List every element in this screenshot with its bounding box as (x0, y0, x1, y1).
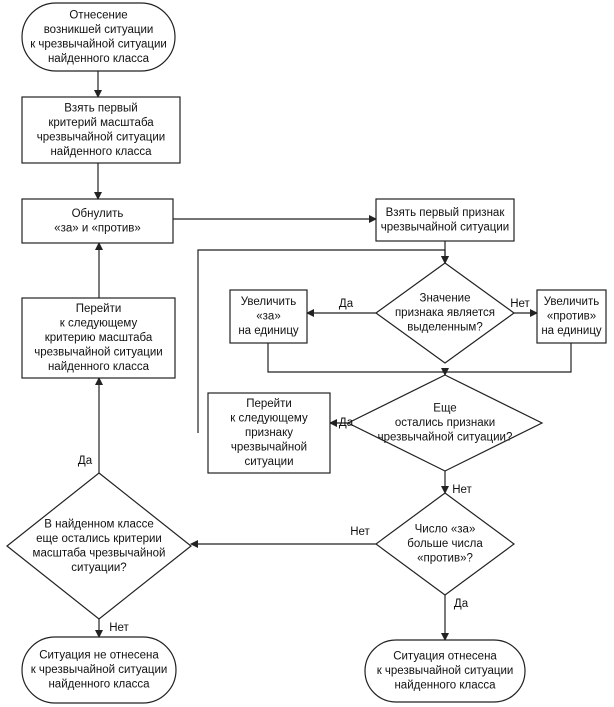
node-is-feature-highlighted: Значение признака является выделенным? (374, 262, 516, 364)
edge-label: Да (339, 417, 354, 429)
process-box (21, 297, 176, 379)
node-text-line: Значение (420, 293, 471, 305)
process-box (207, 392, 331, 474)
node-text-line: найденного класса (48, 53, 150, 65)
node-text-line: выделенным? (407, 322, 482, 334)
node-text-line: к чрезвычайной ситуации (30, 38, 167, 50)
node-text-line: к чрезвычайной ситуации (31, 664, 168, 676)
node-text-line: ситуации? (71, 562, 126, 574)
decision-diamond (346, 374, 544, 472)
node-text-line: Отнесение (69, 9, 127, 21)
edge-increment-against-to-features-remain (445, 343, 572, 373)
node-take-first-feature: Взять первый признак чрезвычайной ситуаци… (375, 198, 515, 242)
node-text-line: Увеличить (241, 296, 296, 308)
node-criteria-remain: В найденном классе еще остались критерии м… (6, 472, 192, 620)
node-text-line: на единицу (541, 325, 602, 337)
node-assigned: Ситуация отнесена к чрезвычайной ситуации… (364, 639, 526, 703)
node-text-line: Ситуация не отнесена (39, 650, 159, 662)
node-text-line: признаку (245, 427, 293, 439)
process-box (229, 289, 308, 344)
node-text-line: ситуации (244, 456, 293, 468)
node-text-line: найденного класса (48, 361, 150, 373)
node-text-line: признака является (395, 307, 495, 319)
process-box (21, 96, 181, 164)
edge-label: Да (454, 598, 469, 610)
edge-label: Нет (452, 484, 472, 496)
node-text-line: Взять первый признак (386, 207, 506, 219)
node-not-assigned: Ситуация не отнесена к чрезвычайной ситуа… (21, 636, 177, 704)
decision-diamond (374, 492, 516, 596)
node-text-line: Взять первый (64, 102, 137, 114)
node-text-line: критерию масштаба (45, 332, 153, 344)
terminal-shape (21, 2, 176, 72)
node-text-line: Еще (433, 403, 456, 415)
node-start: Отнесение возникшей ситуации к чрезвычайно… (21, 2, 176, 72)
node-next-feature: Перейти к следующему признаку чрезвычайной с… (207, 392, 331, 474)
node-text-line: Ситуация отнесена (393, 651, 497, 663)
node-text-line: «против»? (417, 553, 473, 565)
node-text-line: чрезвычайной ситуации (37, 131, 165, 143)
terminal-shape (21, 636, 177, 704)
edge-label: Нет (510, 298, 530, 310)
edge-label: Да (78, 455, 93, 467)
edge-increment-for-to-features-remain (267, 343, 449, 376)
node-text-line: возникшей ситуации (44, 24, 154, 36)
edge-label: Нет (350, 526, 370, 538)
edge-next-feature-to-is-feature-highlighted (197, 249, 449, 433)
node-text-line: масштаба чрезвычайной (33, 547, 166, 559)
process-box (536, 289, 607, 344)
node-text-line: «против» (547, 311, 596, 323)
decision-diamond (374, 262, 516, 364)
node-text-line: чрезвычайной ситуации (34, 347, 162, 359)
node-reset-counts: Обнулить «за» и «против» (21, 198, 174, 244)
node-text-line: на единицу (238, 325, 299, 337)
node-text-line: к чрезвычайной ситуации (377, 665, 514, 677)
node-text-line: еще остались критерии (36, 533, 162, 545)
node-text-line: чрезвычайной ситуации (381, 221, 509, 233)
node-next-criterion: Перейти к следующему критерию масштаба чрез… (21, 297, 176, 379)
decision-diamond (6, 472, 192, 620)
node-text-line: критерий масштаба (48, 117, 154, 129)
process-box (21, 198, 174, 244)
node-text-line: Число «за» (415, 524, 476, 536)
node-text-line: найденного класса (394, 680, 496, 692)
node-text-line: к следующему (60, 318, 138, 330)
node-text-line: «за» (256, 311, 280, 323)
node-increment-for: Увеличить «за» на единицу (229, 289, 308, 344)
node-text-line: чрезвычайной ситуации? (378, 432, 513, 444)
node-take-first-criterion: Взять первый критерий масштаба чрезвычайно… (21, 96, 181, 164)
node-text-line: найденного класса (48, 679, 150, 691)
node-text-line: найденного класса (50, 146, 152, 158)
node-text-line: больше числа (407, 538, 483, 550)
node-for-greater-than-against: Число «за» больше числа «против»? (374, 492, 516, 596)
node-text-line: к следующему (230, 413, 308, 425)
node-text-line: «за» и «против» (54, 222, 141, 234)
node-features-remain: Еще остались признаки чрезвычайной ситуаци… (346, 374, 544, 472)
node-text-line: остались признаки (395, 417, 495, 429)
edge-label: Да (339, 298, 354, 310)
node-text-line: Перейти (76, 303, 122, 315)
terminal-shape (364, 639, 526, 703)
node-text-line: Увеличить (544, 296, 599, 308)
node-text-line: Обнулить (72, 208, 124, 220)
node-text-line: В найденном классе (44, 518, 154, 530)
node-text-line: чрезвычайной (231, 442, 307, 454)
process-box (375, 198, 515, 242)
node-text-line: Перейти (246, 398, 292, 410)
node-increment-against: Увеличить «против» на единицу (536, 289, 607, 344)
edge-label: Нет (109, 622, 129, 634)
